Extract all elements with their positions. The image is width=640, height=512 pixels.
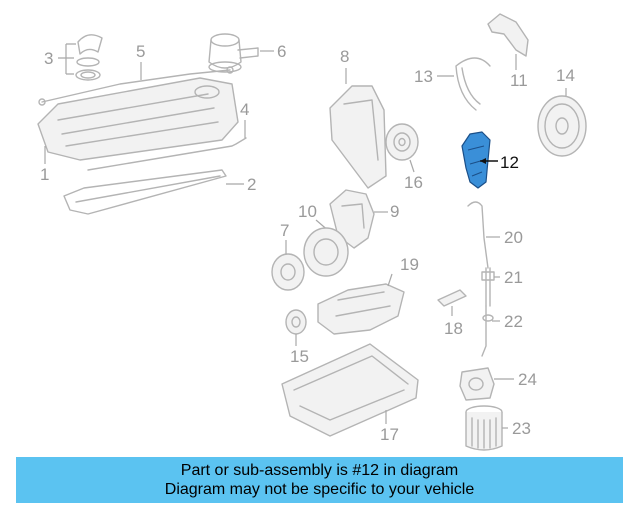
- callout-11: 11: [510, 54, 528, 90]
- svg-text:17: 17: [380, 425, 399, 444]
- part-7-crank-pulley: [271, 227, 349, 291]
- svg-text:13: 13: [414, 67, 433, 86]
- callout-4: 4: [240, 100, 249, 138]
- part-20-dipstick: [467, 201, 489, 269]
- svg-text:19: 19: [400, 255, 419, 274]
- info-banner: Part or sub-assembly is #12 in diagram D…: [16, 457, 623, 503]
- svg-text:12: 12: [500, 153, 519, 172]
- svg-text:6: 6: [277, 42, 286, 61]
- callout-2: 2: [226, 175, 256, 194]
- svg-text:11: 11: [510, 71, 528, 90]
- callout-17: 17: [380, 410, 399, 444]
- part-16-pulley: [385, 123, 419, 161]
- svg-text:23: 23: [512, 419, 531, 438]
- svg-text:3: 3: [44, 49, 53, 68]
- callout-3: 3: [44, 43, 76, 75]
- callout-16: 16: [404, 159, 423, 192]
- part-4-seal: [87, 137, 247, 171]
- part-11-upper-cover: [487, 13, 529, 57]
- callout-12[interactable]: 12: [480, 153, 519, 172]
- part-23-oil-filter: [465, 405, 503, 451]
- callout-13: 13: [414, 67, 454, 86]
- part-3-oil-cap: [75, 34, 103, 81]
- svg-text:10: 10: [298, 202, 317, 221]
- part-17-oil-pan: [281, 343, 419, 437]
- svg-text:24: 24: [518, 370, 537, 389]
- callout-19: 19: [387, 255, 419, 287]
- callout-15: 15: [290, 334, 309, 366]
- part-24-filter-housing: [459, 367, 495, 401]
- part-18-sensor: [437, 289, 467, 307]
- part-13-timing-belt: [455, 57, 491, 111]
- banner-line-1: Part or sub-assembly is #12 in diagram: [180, 462, 459, 479]
- svg-text:5: 5: [136, 42, 145, 61]
- part-14-sprocket: [537, 95, 587, 157]
- callout-1: 1: [40, 146, 49, 184]
- callout-22: 22: [492, 312, 523, 331]
- callout-21: 21: [494, 268, 523, 287]
- part-6-breather: [208, 33, 259, 73]
- svg-text:15: 15: [290, 347, 309, 366]
- part-15-small-gear: [285, 309, 307, 335]
- svg-text:20: 20: [504, 228, 523, 247]
- part-19-oil-pump: [317, 283, 405, 335]
- svg-text:2: 2: [247, 175, 256, 194]
- svg-text:16: 16: [404, 173, 423, 192]
- callout-24: 24: [494, 370, 537, 389]
- callout-14: 14: [556, 66, 575, 96]
- svg-text:18: 18: [444, 319, 463, 338]
- callout-9: 9: [374, 202, 399, 221]
- callout-18: 18: [444, 306, 463, 338]
- svg-text:21: 21: [504, 268, 523, 287]
- part-2-gasket: [63, 169, 227, 215]
- callout-7: 7: [280, 221, 289, 254]
- svg-text:4: 4: [240, 100, 249, 119]
- svg-text:14: 14: [556, 66, 575, 85]
- part-21-dipstick-tube: [481, 267, 495, 307]
- part-8-timing-cover: [329, 85, 387, 189]
- svg-text:8: 8: [340, 47, 349, 66]
- svg-text:22: 22: [504, 312, 523, 331]
- callout-5: 5: [136, 42, 145, 80]
- callout-6: 6: [260, 42, 286, 61]
- svg-text:9: 9: [390, 202, 399, 221]
- banner-line-2: Diagram may not be specific to your vehi…: [164, 481, 475, 498]
- part-22-seal: [481, 305, 494, 357]
- svg-text:7: 7: [280, 221, 289, 240]
- callout-8: 8: [340, 47, 349, 84]
- part-1-valve-cover: [37, 77, 239, 161]
- callout-20: 20: [486, 228, 523, 247]
- callout-23: 23: [502, 419, 531, 438]
- svg-text:1: 1: [40, 165, 49, 184]
